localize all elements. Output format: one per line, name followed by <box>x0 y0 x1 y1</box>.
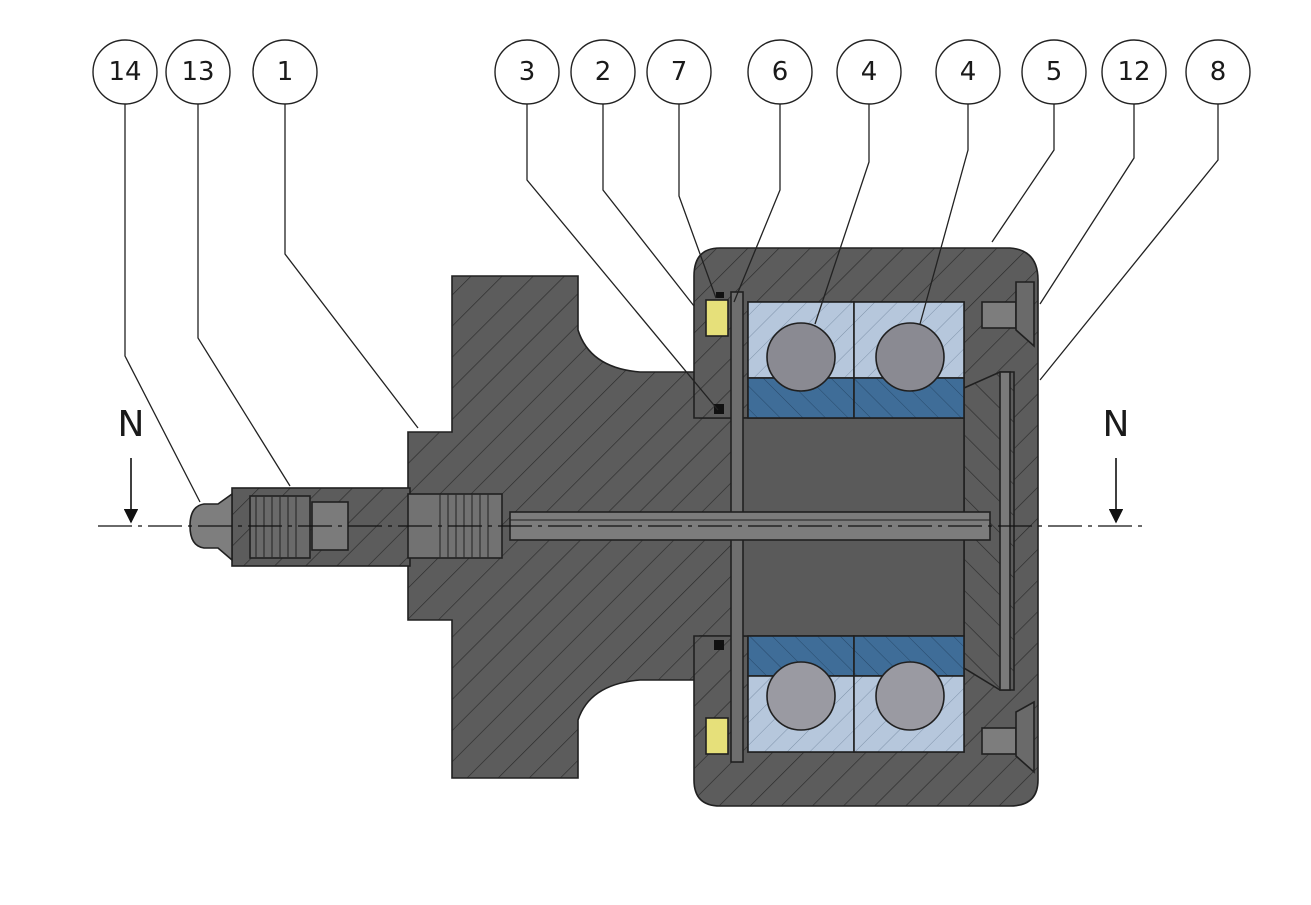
balloon-label: 4 <box>960 57 977 87</box>
section-letter-right: N <box>1103 404 1130 445</box>
leader-line-13 <box>197 104 291 487</box>
balloon-4a: 4 <box>836 39 902 105</box>
balloon-5: 5 <box>1021 39 1087 105</box>
screw-part-12 <box>981 281 1035 774</box>
leader-line-5 <box>991 104 1055 243</box>
leader-line-12 <box>1039 104 1135 305</box>
bearing-lower-right-part-4 <box>853 635 965 753</box>
bearing-lower-left-part-4 <box>747 635 855 753</box>
balloon-label: 8 <box>1210 57 1227 87</box>
balloon-label: 4 <box>861 57 878 87</box>
balloon-label: 14 <box>108 57 141 87</box>
balloon-label: 7 <box>671 57 688 87</box>
threaded-adapter-part-13 <box>231 487 503 567</box>
bearing-upper-right-part-4 <box>853 301 965 419</box>
balloon-label: 5 <box>1046 57 1063 87</box>
bearing-ball <box>766 322 836 392</box>
bearing-ball <box>766 661 836 731</box>
bearing-ball <box>875 322 945 392</box>
leader-line-3 <box>526 104 719 411</box>
leader-line-14 <box>124 104 201 503</box>
balloon-14: 14 <box>92 39 158 105</box>
leader-line-1 <box>284 104 419 429</box>
leader-line-4a <box>814 104 870 325</box>
balloon-2: 2 <box>570 39 636 105</box>
o-ring-part-2 <box>716 292 724 298</box>
o-ring-part-3 <box>714 404 724 650</box>
section-marker-right: N <box>1103 404 1130 524</box>
balloon-12: 12 <box>1101 39 1167 105</box>
balloon-label: 3 <box>519 57 536 87</box>
seal-part-7 <box>705 299 729 755</box>
bearing-upper-left-part-4 <box>747 301 855 419</box>
balloon-8: 8 <box>1185 39 1251 105</box>
leader-line-2 <box>602 104 695 307</box>
grease-nipple-part-14 <box>189 492 233 562</box>
leader-lines <box>124 104 1219 503</box>
leader-line-8 <box>1039 104 1219 381</box>
balloon-3: 3 <box>494 39 560 105</box>
balloon-label: 2 <box>595 57 612 87</box>
section-marker-left: N <box>118 404 145 524</box>
leader-line-7 <box>678 104 717 299</box>
balloon-label: 13 <box>181 57 214 87</box>
section-letter-left: N <box>118 404 145 445</box>
balloon-label: 1 <box>277 57 294 87</box>
balloon-label: 6 <box>772 57 789 87</box>
balloon-4b: 4 <box>935 39 1001 105</box>
balloon-label: 12 <box>1117 57 1150 87</box>
leader-line-6 <box>733 104 781 303</box>
balloon-13: 13 <box>165 39 231 105</box>
balloon-6: 6 <box>747 39 813 105</box>
bearing-ball <box>875 661 945 731</box>
balloon-1: 1 <box>252 39 318 105</box>
leader-line-4b <box>919 104 969 325</box>
balloon-7: 7 <box>646 39 712 105</box>
